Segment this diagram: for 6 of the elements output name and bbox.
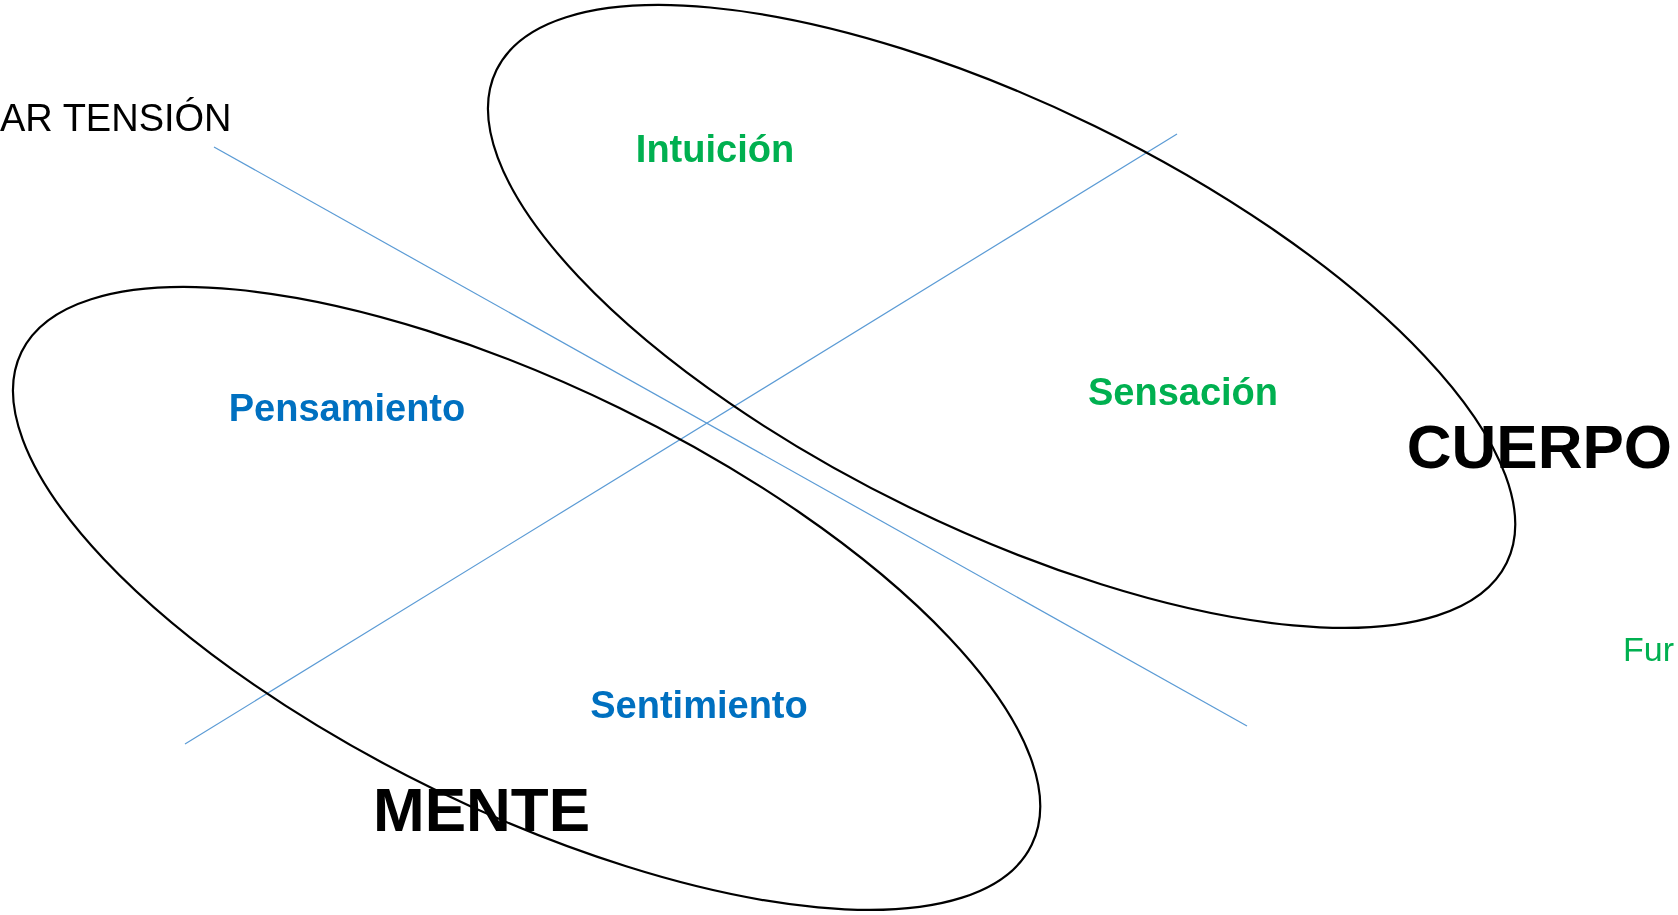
function-label: Sentimiento bbox=[590, 685, 808, 727]
text-label: AR TENSIÓN bbox=[0, 98, 232, 140]
function-label: Pensamiento bbox=[228, 388, 466, 430]
function-label: Sensación bbox=[1087, 372, 1278, 414]
function-label: Intuición bbox=[635, 129, 795, 171]
text-label: Fur bbox=[1623, 631, 1674, 669]
